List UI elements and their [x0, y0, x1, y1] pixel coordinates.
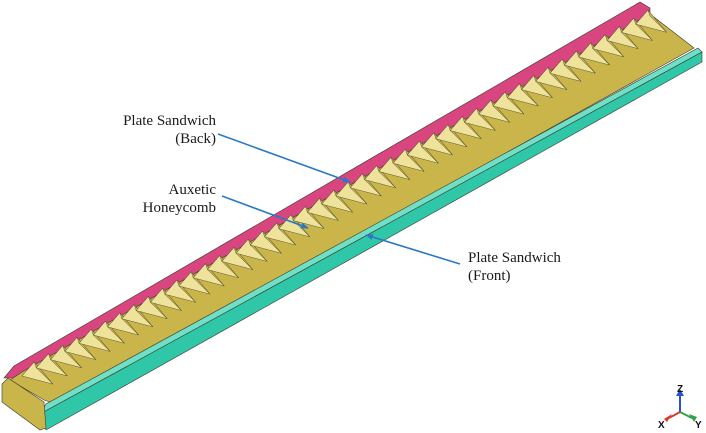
axis-y-arrowhead: [689, 414, 697, 422]
label-core-line1: Auxetic: [169, 182, 217, 198]
honeycomb-cell-side-face: [547, 67, 567, 90]
honeycomb-cell-side-face: [219, 255, 239, 278]
honeycomb-cell-side-face: [133, 304, 153, 327]
honeycomb-cell-side-face: [105, 320, 125, 344]
front-plate-top-edge: [39, 47, 703, 415]
honeycomb-cell-side-face: [305, 206, 325, 229]
axis-x-arrowhead: [664, 414, 672, 422]
arrow-back-plate: [217, 133, 351, 183]
axis-y-label: Y: [695, 420, 702, 431]
honeycomb-cell-side-face: [76, 337, 96, 360]
auxetic-honeycomb-core: [9, 13, 695, 405]
axis-triad: Z X Y: [658, 384, 702, 431]
callout-arrows: [217, 133, 461, 265]
honeycomb-cell-side-face: [233, 247, 253, 270]
honeycomb-cell-side-face: [462, 116, 482, 139]
label-front-line2: (Front): [468, 268, 511, 284]
honeycomb-cells: [21, 9, 668, 385]
axis-z-arrowhead: [676, 389, 684, 396]
label-back: Plate Sandwich (Back): [123, 113, 216, 147]
label-front: Plate Sandwich (Front): [468, 250, 561, 284]
honeycomb-cell-side-face: [248, 239, 268, 262]
axis-z-label: Z: [677, 384, 683, 395]
axis-y-line: [679, 411, 693, 419]
honeycomb-cell-side-face: [91, 329, 111, 352]
label-core-line2: Honeycomb: [143, 200, 216, 216]
axis-x-label: X: [658, 420, 665, 431]
beam-left-end-face: [1, 377, 47, 431]
axis-x-line: [668, 411, 681, 419]
honeycomb-cell-side-face: [647, 9, 667, 33]
back-plate-sandwich: [3, 1, 651, 379]
arrow-front-plate: [365, 234, 461, 265]
honeycomb-cell-side-face: [119, 312, 139, 336]
honeycomb-cell-side-face: [390, 157, 410, 180]
honeycomb-cell-side-face: [148, 296, 168, 319]
label-front-line1: Plate Sandwich: [468, 250, 561, 266]
label-back-line2: (Back): [175, 131, 216, 147]
honeycomb-cell-side-face: [348, 181, 368, 205]
label-core: Auxetic Honeycomb: [143, 182, 217, 216]
label-back-line1: Plate Sandwich: [123, 113, 216, 129]
front-plate-sandwich: [39, 51, 703, 431]
honeycomb-cell-side-face: [162, 288, 182, 311]
arrow-honeycomb: [221, 195, 309, 229]
